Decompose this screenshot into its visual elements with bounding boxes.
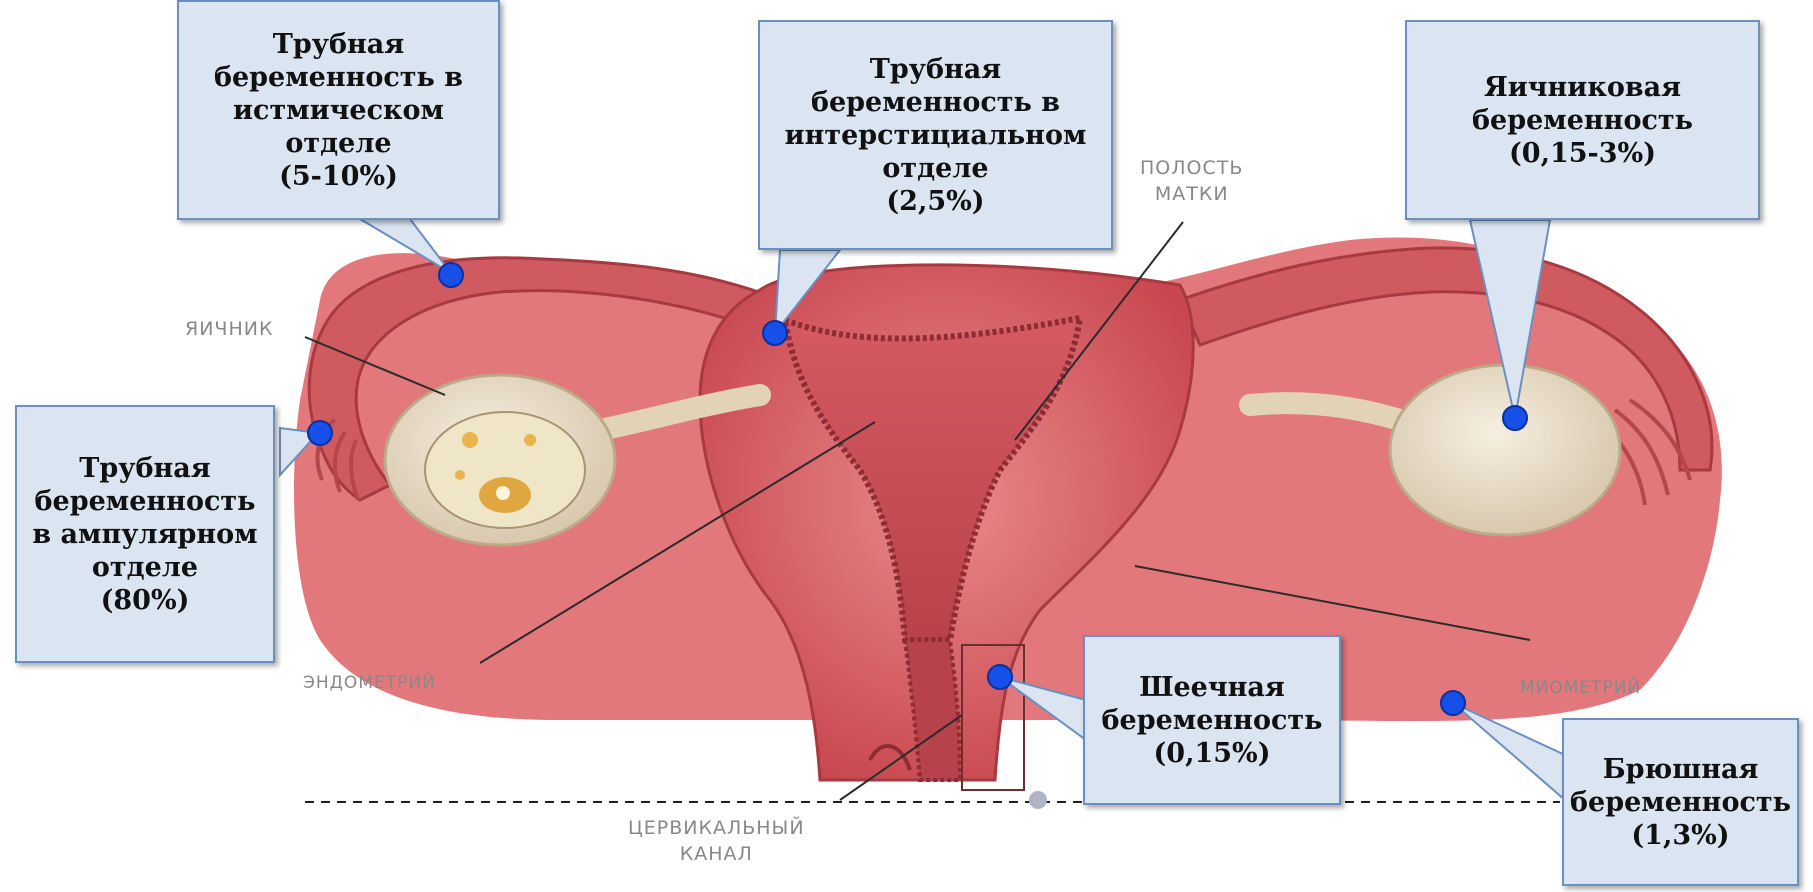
callout-line: (5-10%) (279, 160, 398, 193)
callout-line: Брюшная (1603, 753, 1759, 786)
interstitial-marker (762, 320, 788, 346)
label-endometrium: ЭНДОМЕТРИЙ (303, 670, 436, 696)
callout-ovarian: Яичниковая беременность (0,15-3%) (1405, 20, 1760, 220)
callout-line: (1,3%) (1631, 819, 1729, 852)
callout-line: беременность (1472, 104, 1693, 137)
callout-line: отделе (285, 127, 391, 160)
callout-line: отделе (92, 551, 198, 584)
abdominal-marker (1440, 690, 1466, 716)
callout-cervical: Шеечная беременность (0,15%) (1083, 635, 1341, 805)
isthmic-marker (438, 262, 464, 288)
ampullary-marker (307, 420, 333, 446)
callout-line: Трубная (79, 452, 210, 485)
callout-line: Трубная (870, 53, 1001, 86)
callout-line: беременность (1102, 704, 1323, 737)
callout-abdominal: Брюшная беременность (1,3%) (1562, 718, 1799, 886)
callout-line: беременность (1570, 786, 1791, 819)
label-line: МАТКИ (1140, 181, 1243, 207)
label-line: ПОЛОСТЬ (1140, 155, 1243, 181)
callout-line: Яичниковая (1484, 71, 1681, 104)
label-line: ЦЕРВИКАЛЬНЫЙ (628, 815, 805, 841)
callout-line: Шеечная (1139, 671, 1285, 704)
callout-interstitial: Трубная беременность в интерстициальном … (758, 20, 1113, 250)
callout-line: в ампулярном (32, 518, 257, 551)
label-cervical-canal: ЦЕРВИКАЛЬНЫЙ КАНАЛ (628, 815, 805, 867)
callout-line: беременность в (214, 61, 463, 94)
label-uterine-cavity: ПОЛОСТЬ МАТКИ (1140, 155, 1243, 207)
label-myometrium: МИОМЕТРИЙ (1520, 675, 1641, 701)
ovarian-marker (1502, 405, 1528, 431)
callout-line: (2,5%) (886, 185, 984, 218)
label-line: КАНАЛ (628, 841, 805, 867)
callout-line: Трубная (273, 28, 404, 61)
callout-ampullary: Трубная беременность в ампулярном отделе… (15, 405, 275, 663)
callout-line: интерстициальном (785, 119, 1087, 152)
callout-line: истмическом (233, 94, 444, 127)
callout-line: отделе (882, 152, 988, 185)
callout-line: (80%) (101, 584, 190, 617)
callout-line: (0,15%) (1154, 737, 1271, 770)
callout-line: беременность (35, 485, 256, 518)
callout-line: беременность в (811, 86, 1060, 119)
cervical-marker (987, 664, 1013, 690)
callout-line: (0,15-3%) (1509, 137, 1656, 170)
callout-isthmic: Трубная беременность в истмическом отдел… (177, 0, 500, 220)
label-ovary: ЯИЧНИК (185, 316, 273, 342)
external-os-dot (1029, 791, 1047, 809)
